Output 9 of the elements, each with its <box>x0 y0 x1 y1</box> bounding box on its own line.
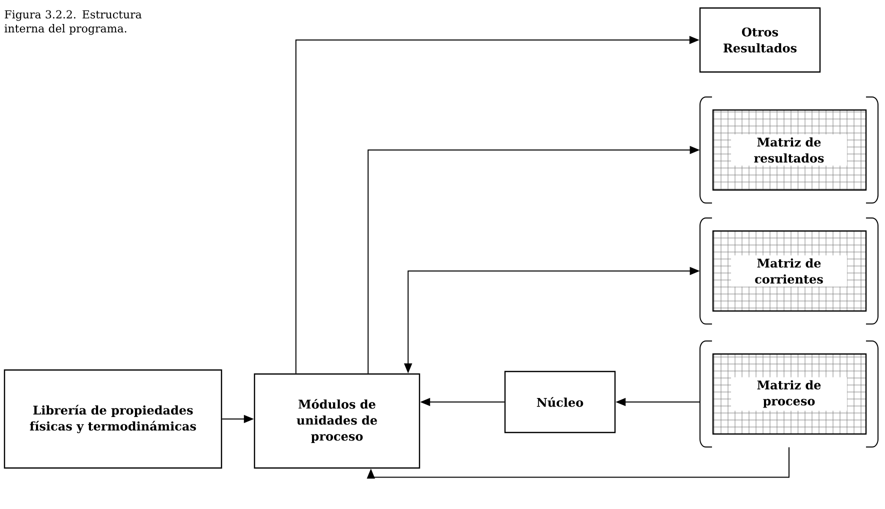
caption: Figura 3.2.2. Estructura interna del programa. <box>4 10 142 35</box>
matrix-box: Matriz de corrientes <box>700 218 878 324</box>
process-box: Núcleo <box>504 370 616 434</box>
process-box: Módulos de unidades de proceso <box>254 373 420 469</box>
process-box: Otros Resultados <box>699 7 821 73</box>
matrix-box: Matriz de proceso <box>700 340 878 448</box>
arrow <box>366 446 790 479</box>
matrix-box: Matriz de resultados <box>700 96 878 204</box>
process-box: Librería de propiedades físicas y termodinámicas <box>4 369 222 469</box>
